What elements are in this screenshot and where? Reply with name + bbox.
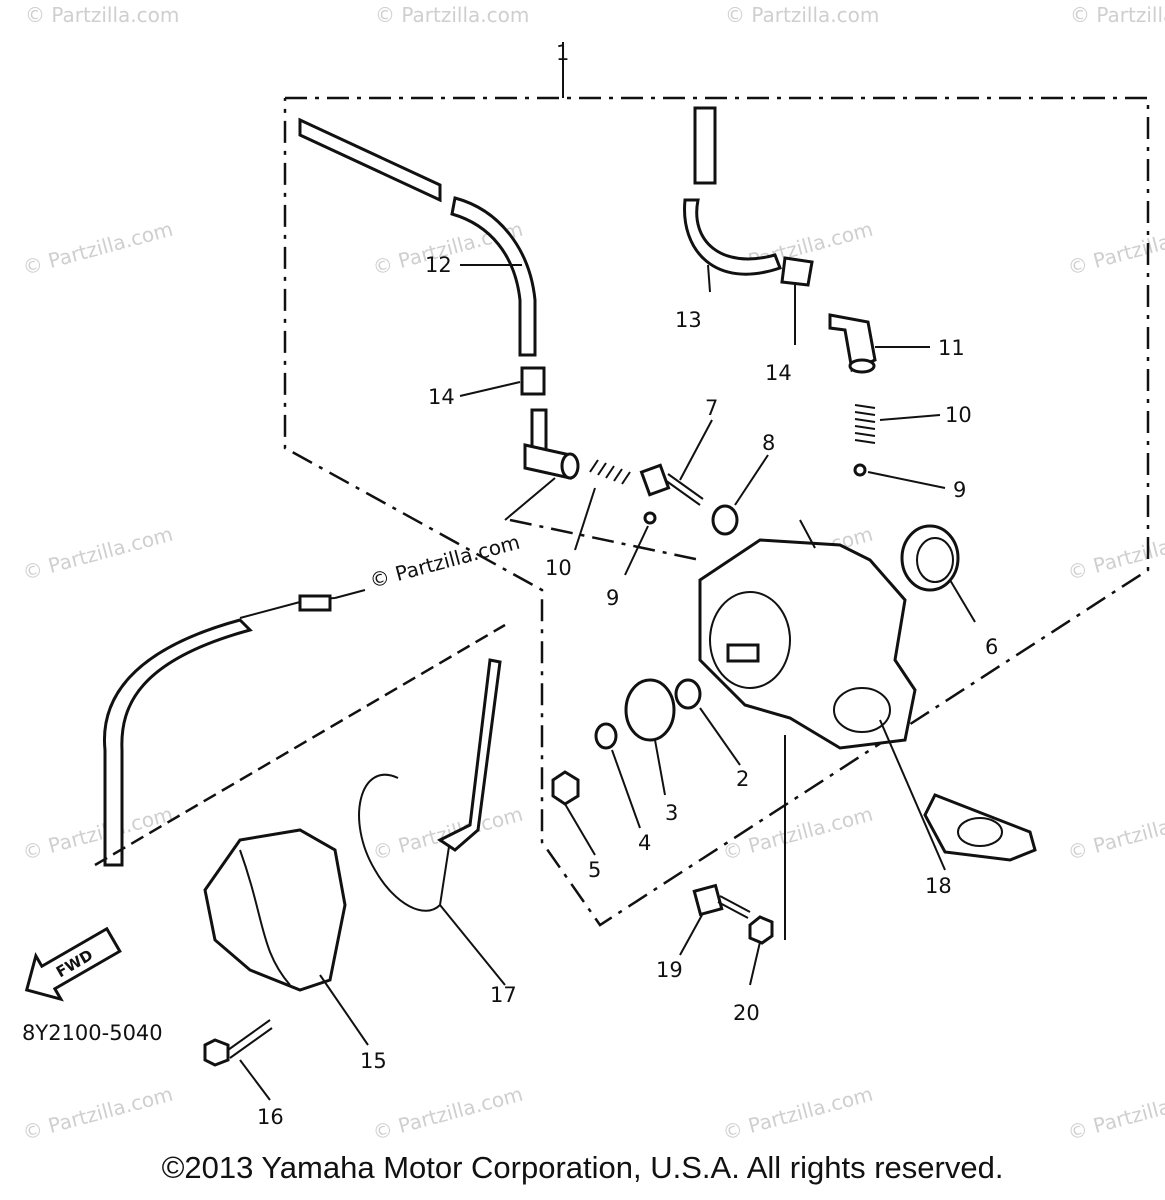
watermark: © Partzilla.com xyxy=(1065,217,1165,280)
spring-10-right xyxy=(854,404,876,444)
watermark: © Partzilla.com xyxy=(20,522,175,585)
hose-13 xyxy=(683,106,782,276)
callout-8: 8 xyxy=(762,431,775,455)
watermark: © Partzilla.com xyxy=(25,3,179,27)
watermark: © Partzilla.com xyxy=(370,1082,525,1145)
nut-5 xyxy=(551,770,580,806)
center-watermark: © Partzilla.com xyxy=(367,530,522,593)
callout-20: 20 xyxy=(733,1001,760,1025)
callout-4: 4 xyxy=(638,831,651,855)
watermark: © Partzilla.com xyxy=(725,3,879,27)
watermark: © Partzilla.com xyxy=(20,217,175,280)
callout-labels: 1 12 13 14 14 11 10 9 7 8 10 9 6 2 3 4 5… xyxy=(257,41,998,1129)
watermark: © Partzilla.com xyxy=(1065,522,1165,585)
bolt-19 xyxy=(692,883,751,919)
spring-10-left xyxy=(589,459,631,485)
diagram-code: 8Y2100-5040 xyxy=(22,1021,163,1045)
callout-9: 9 xyxy=(606,586,619,610)
callout-11: 11 xyxy=(938,336,965,360)
bolt-16 xyxy=(203,1019,273,1067)
callout-leaders xyxy=(239,264,976,1101)
callout-18: 18 xyxy=(925,874,952,898)
callout-7: 7 xyxy=(705,396,718,420)
watermark-layer: © Partzilla.com © Partzilla.com © Partzi… xyxy=(20,3,1165,1145)
callout-12: 12 xyxy=(425,253,452,277)
callout-16: 16 xyxy=(257,1105,284,1129)
assembly-boundary xyxy=(283,42,1150,927)
cable-17 xyxy=(358,658,502,912)
callout-14: 14 xyxy=(765,361,792,385)
watermark: © Partzilla.com xyxy=(20,1082,175,1145)
callout-5: 5 xyxy=(588,858,601,882)
check-ball-left xyxy=(643,511,657,525)
lock-washer-4 xyxy=(594,722,618,750)
washer-20 xyxy=(748,915,774,945)
plate-3 xyxy=(624,678,676,742)
bolt-7 xyxy=(639,463,704,506)
copyright-notice: ©2013 Yamaha Motor Corporation, U.S.A. A… xyxy=(161,1150,1004,1185)
callout-6: 6 xyxy=(985,635,998,659)
watermark: © Partzilla.com xyxy=(1070,3,1165,27)
callout-17: 17 xyxy=(490,983,517,1007)
guide-line xyxy=(509,518,701,562)
watermark: © Partzilla.com xyxy=(720,1082,875,1145)
callout-15: 15 xyxy=(360,1049,387,1073)
callout-10: 10 xyxy=(545,556,572,580)
hose-elbow-11 xyxy=(828,313,877,374)
watermark: © Partzilla.com xyxy=(375,3,529,27)
oil-seal-6 xyxy=(900,524,960,592)
guide-line xyxy=(94,623,506,867)
callout-3: 3 xyxy=(665,801,678,825)
watermark: © Partzilla.com xyxy=(20,802,175,865)
callout-1: 1 xyxy=(556,41,569,65)
pump-cover-15 xyxy=(203,828,347,992)
callout-14: 14 xyxy=(428,385,455,409)
callout-10: 10 xyxy=(945,403,972,427)
hose-clip-left xyxy=(520,366,546,396)
hose-clip-right xyxy=(780,256,814,287)
washer-2 xyxy=(674,678,702,710)
watermark: © Partzilla.com xyxy=(1065,1082,1165,1145)
hose-elbow-left xyxy=(523,408,580,480)
fwd-arrow-icon: FWD xyxy=(24,926,122,1002)
callout-2: 2 xyxy=(736,767,749,791)
check-ball-right xyxy=(853,463,867,477)
pump-cable xyxy=(102,589,366,867)
oil-pump-body xyxy=(698,519,917,750)
callout-13: 13 xyxy=(675,308,702,332)
watermark: © Partzilla.com xyxy=(1065,802,1165,865)
callout-19: 19 xyxy=(656,958,683,982)
gasket-18 xyxy=(923,793,1037,862)
callout-9: 9 xyxy=(953,478,966,502)
washer-8 xyxy=(711,504,739,536)
hose-12 xyxy=(298,117,537,357)
